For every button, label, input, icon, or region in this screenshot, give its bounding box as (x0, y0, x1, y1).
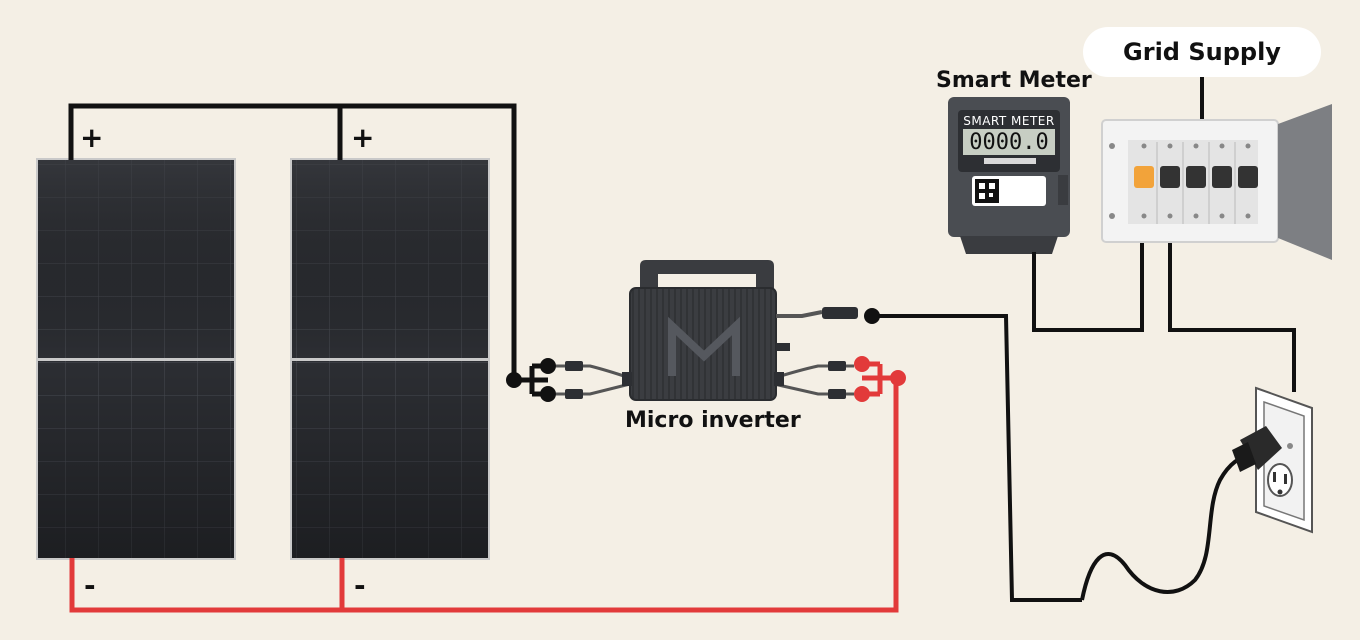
solar-panel-2 (290, 158, 490, 560)
panel-2-positive-sign: + (351, 121, 375, 154)
breaker-panel-door (1278, 104, 1332, 260)
circuit-breakers (1134, 142, 1258, 224)
positive-connector-dot (540, 386, 556, 402)
mc4-connector (828, 389, 846, 399)
ac-output-cable (872, 314, 1251, 602)
panel-1-positive-sign: + (80, 121, 104, 154)
negative-wiring (69, 361, 899, 613)
panel-1-negative-sign: - (84, 569, 96, 602)
smart-meter (948, 97, 1070, 254)
positive-junction-dot (506, 372, 522, 388)
solar-panel-1 (36, 158, 236, 560)
wall-outlet (1232, 386, 1313, 534)
micro-inverter (622, 260, 858, 401)
ac-output-dot (864, 308, 880, 324)
micro-inverter-label: Micro inverter (625, 408, 801, 433)
negative-junction-dot (890, 370, 906, 386)
inverter-logo (668, 316, 740, 376)
meter-reading: 0000.0 (969, 130, 1049, 155)
meter-brand-text: SMART METER (963, 114, 1055, 128)
power-plug (1232, 426, 1282, 472)
breaker-panel (1101, 104, 1332, 260)
smart-meter-label: Smart Meter (936, 68, 1092, 93)
mc4-connector (828, 361, 846, 371)
negative-connector-dot (854, 356, 870, 372)
negative-connector-dot (854, 386, 870, 402)
panel-2-negative-sign: - (354, 569, 366, 602)
positive-connector-dot (540, 358, 556, 374)
meter-breaker-wiring (1032, 76, 1296, 392)
mc4-connector (565, 389, 583, 399)
mc4-connector (565, 361, 583, 371)
grid-supply-label: Grid Supply (1083, 27, 1321, 77)
